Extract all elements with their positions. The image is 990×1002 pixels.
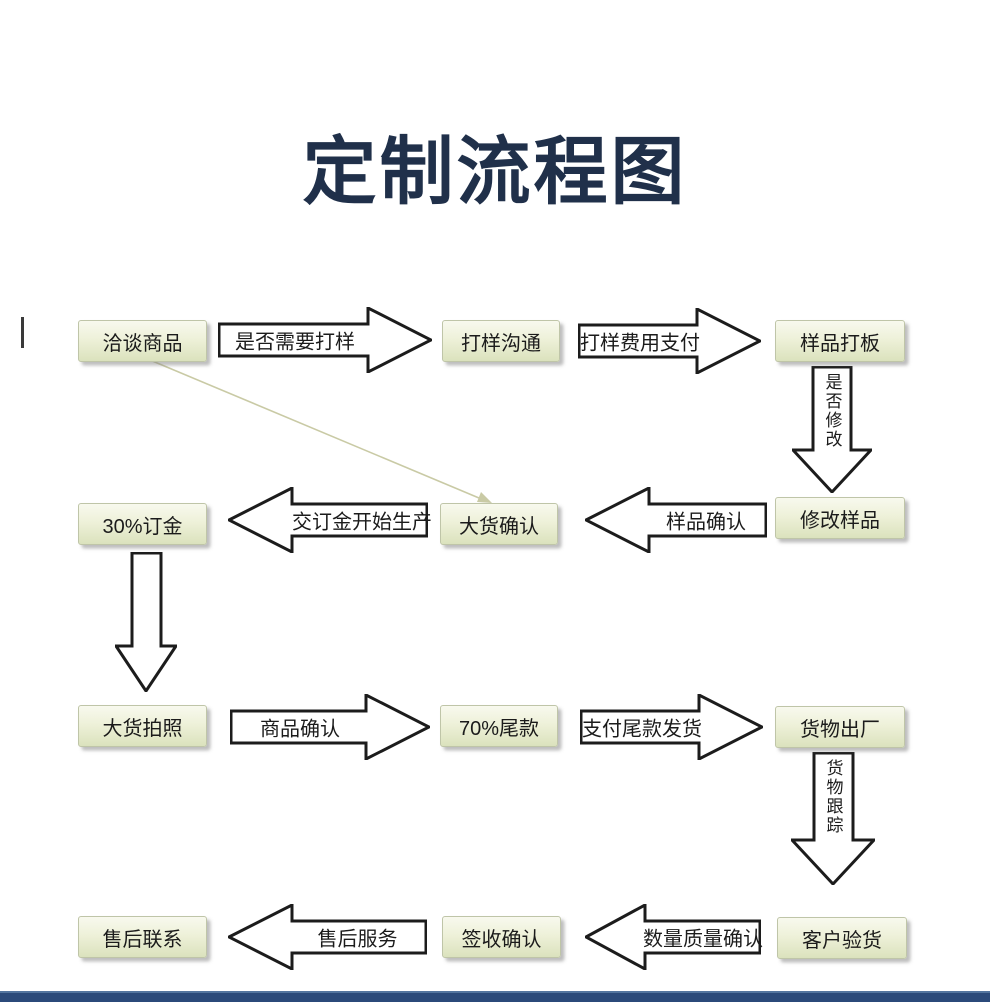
page-title: 定制流程图 xyxy=(302,129,688,215)
arrow-label: 样品确认 xyxy=(666,511,746,534)
node-sample-comm: 打样沟通 xyxy=(442,320,560,362)
node-modify-sample: 修改样品 xyxy=(775,497,905,539)
arrow-deposit-to-photo xyxy=(115,552,177,692)
node-bulk-photo: 大货拍照 xyxy=(78,705,207,747)
right-arrow-icon xyxy=(230,694,430,760)
arrow-label: 打样费用支付 xyxy=(580,332,700,355)
right-arrow-icon xyxy=(218,307,432,373)
arrow-goods-tracking: 货物跟踪 xyxy=(791,752,875,885)
arrow-pay-balance-ship: 支付尾款发货 xyxy=(580,694,763,760)
arrow-label: 是否需要打样 xyxy=(235,331,355,354)
arrow-label: 商品确认 xyxy=(260,718,340,741)
arrow-label: 货物跟踪 xyxy=(823,759,843,835)
arrow-label: 支付尾款发货 xyxy=(582,718,702,741)
down-arrow-icon xyxy=(791,752,875,885)
footer-bar xyxy=(0,991,990,1002)
node-bulk-confirm: 大货确认 xyxy=(440,503,558,545)
down-arrow-icon xyxy=(115,552,177,692)
node-after-contact: 售后联系 xyxy=(78,916,207,958)
text-cursor-mark xyxy=(21,317,24,348)
arrow-deposit-production: 交订金开始生产 xyxy=(228,487,432,553)
left-arrow-icon xyxy=(228,904,427,970)
node-balance: 70%尾款 xyxy=(440,705,558,747)
down-arrow-icon xyxy=(792,366,872,493)
arrow-qty-quality-confirm: 数量质量确认 xyxy=(585,904,763,970)
arrow-sampling-fee: 打样费用支付 xyxy=(578,308,761,374)
node-negotiate: 洽谈商品 xyxy=(78,320,207,362)
arrow-need-sampling: 是否需要打样 xyxy=(218,307,432,373)
right-arrow-icon xyxy=(578,308,761,374)
arrow-modify-or-not: 是否修改 xyxy=(792,366,872,493)
arrow-sample-confirm: 样品确认 xyxy=(585,487,767,553)
arrow-label: 售后服务 xyxy=(317,928,398,951)
arrow-goods-confirm: 商品确认 xyxy=(230,694,430,760)
node-goods-out: 货物出厂 xyxy=(775,706,905,748)
node-deposit: 30%订金 xyxy=(78,503,207,545)
arrow-label: 交订金开始生产 xyxy=(292,511,432,534)
arrow-label: 数量质量确认 xyxy=(643,928,763,951)
left-arrow-icon xyxy=(585,904,761,970)
node-customer-inspect: 客户验货 xyxy=(777,917,907,959)
node-sign-confirm: 签收确认 xyxy=(442,916,561,958)
node-sample-board: 样品打板 xyxy=(775,320,905,362)
left-arrow-icon xyxy=(585,487,767,553)
right-arrow-icon xyxy=(580,694,763,760)
arrow-label: 是否修改 xyxy=(822,373,842,449)
arrow-after-service: 售后服务 xyxy=(228,904,427,970)
